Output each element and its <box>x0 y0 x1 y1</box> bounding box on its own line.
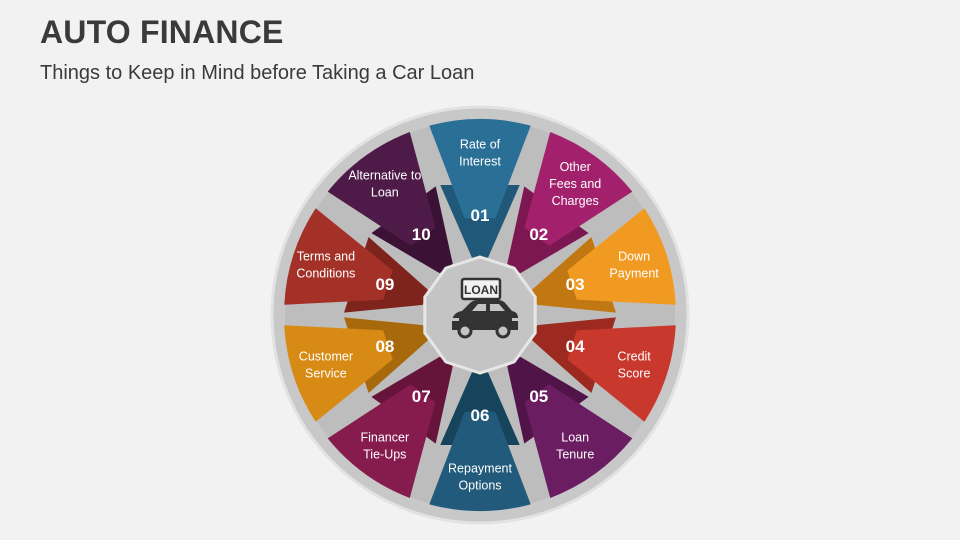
page-title: AUTO FINANCE <box>40 14 284 50</box>
segment-body-08 <box>284 325 393 422</box>
segment-body-09 <box>284 208 393 305</box>
loan-sign-text: LOAN <box>464 283 498 297</box>
segment-number-08: 08 <box>375 337 394 356</box>
segment-number-01: 01 <box>471 206 490 225</box>
segment-body-05 <box>524 384 633 498</box>
segment-body-07 <box>327 384 436 498</box>
center-hub: LOAN <box>423 255 537 375</box>
segment-number-07: 07 <box>412 387 431 406</box>
segment-body-03 <box>567 208 676 305</box>
segment-number-04: 04 <box>566 337 585 356</box>
segment-body-06 <box>429 411 531 512</box>
segment-number-09: 09 <box>375 275 394 294</box>
segment-number-06: 06 <box>471 406 490 425</box>
segment-body-01 <box>429 119 531 219</box>
segment-body-04 <box>567 325 676 422</box>
car-loan-icon: LOAN <box>452 277 518 339</box>
page-subtitle: Things to Keep in Mind before Taking a C… <box>40 62 475 84</box>
segment-number-03: 03 <box>566 275 585 294</box>
segment-body-10 <box>327 132 436 246</box>
segment-number-02: 02 <box>529 225 548 244</box>
segment-number-10: 10 <box>412 225 431 244</box>
segment-number-05: 05 <box>529 387 548 406</box>
segment-body-02 <box>524 132 633 246</box>
